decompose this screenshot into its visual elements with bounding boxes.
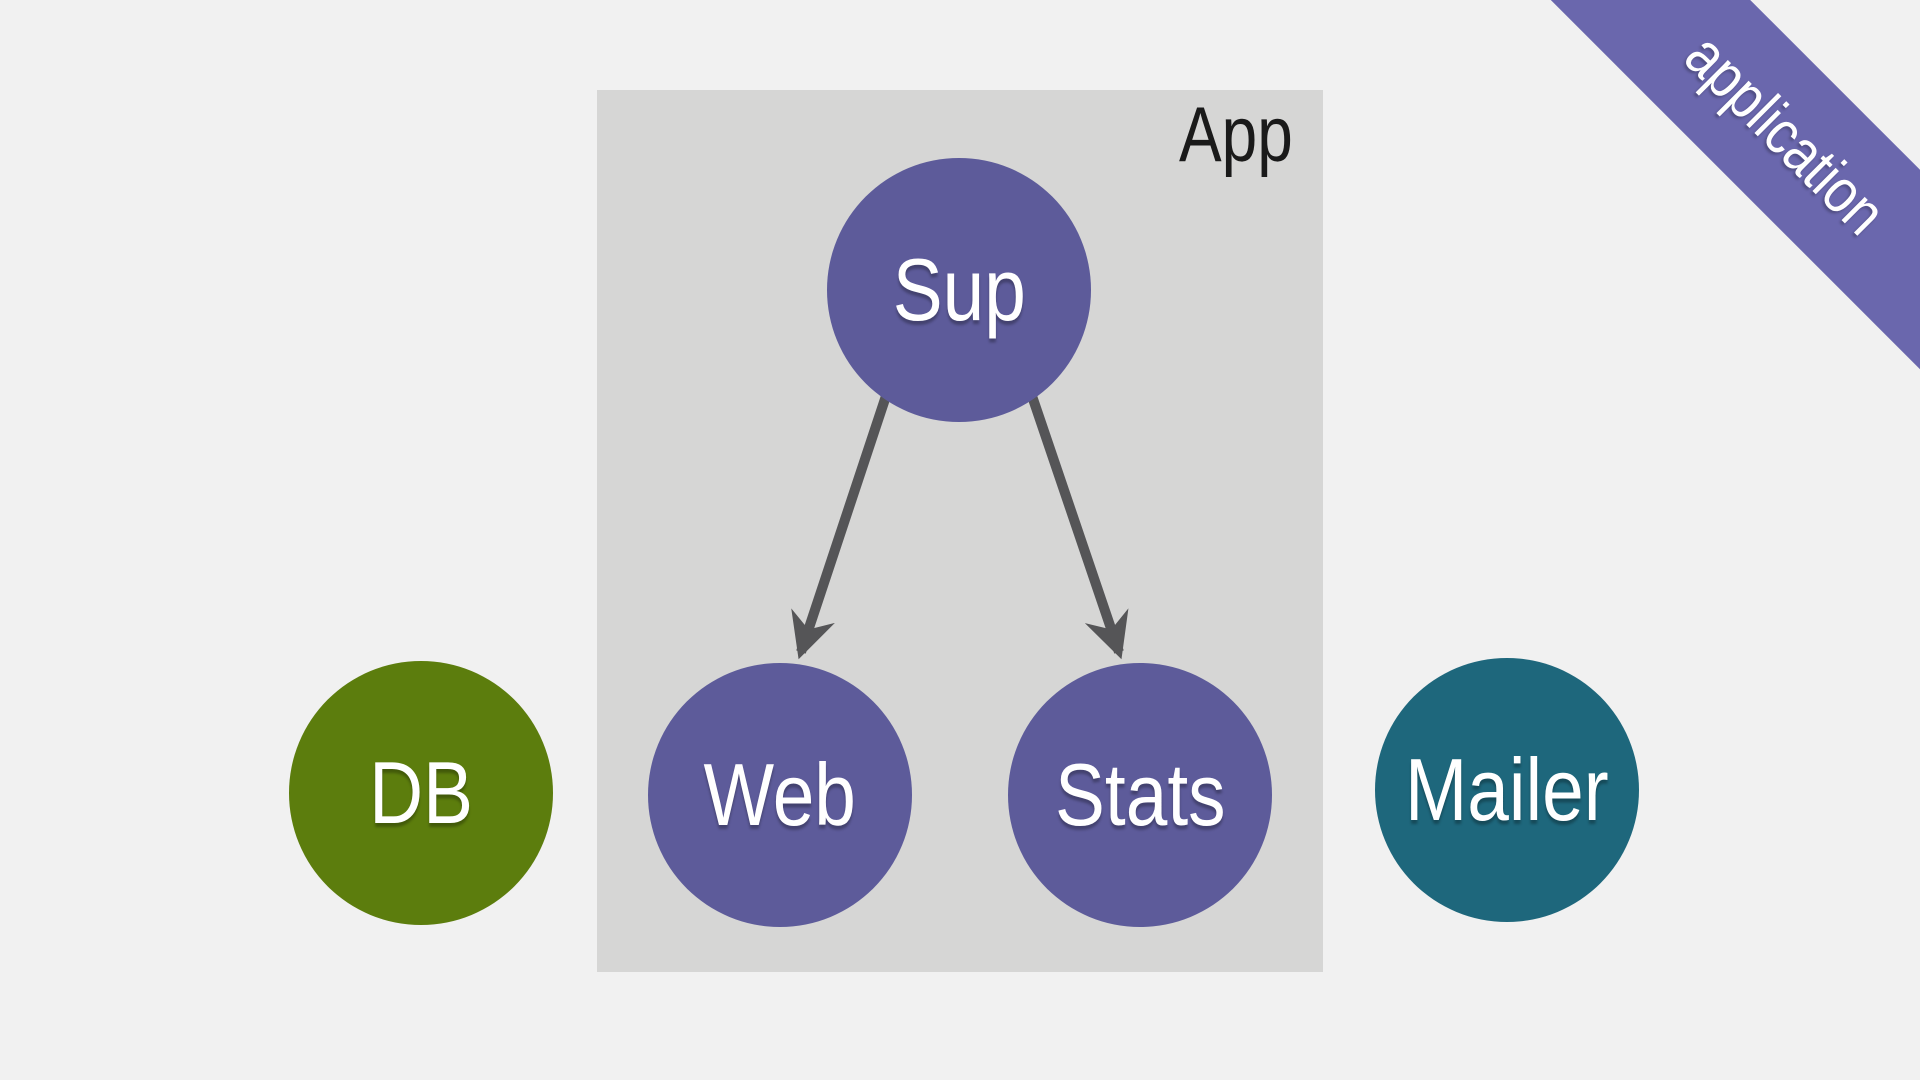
application-ribbon-label: application [1671,20,1899,248]
node-stats-label: Stats [1054,745,1226,844]
node-db-label: DB [369,743,473,842]
node-sup-label: Sup [892,240,1026,339]
node-db: DB [289,661,553,925]
node-stats: Stats [1008,663,1272,927]
app-box-label: App [1179,90,1293,178]
node-mailer: Mailer [1375,658,1639,922]
node-web: Web [648,663,912,927]
node-sup: Sup [827,158,1091,422]
node-web-label: Web [703,745,857,844]
application-ribbon: application [1452,0,1920,468]
node-mailer-label: Mailer [1405,740,1609,839]
